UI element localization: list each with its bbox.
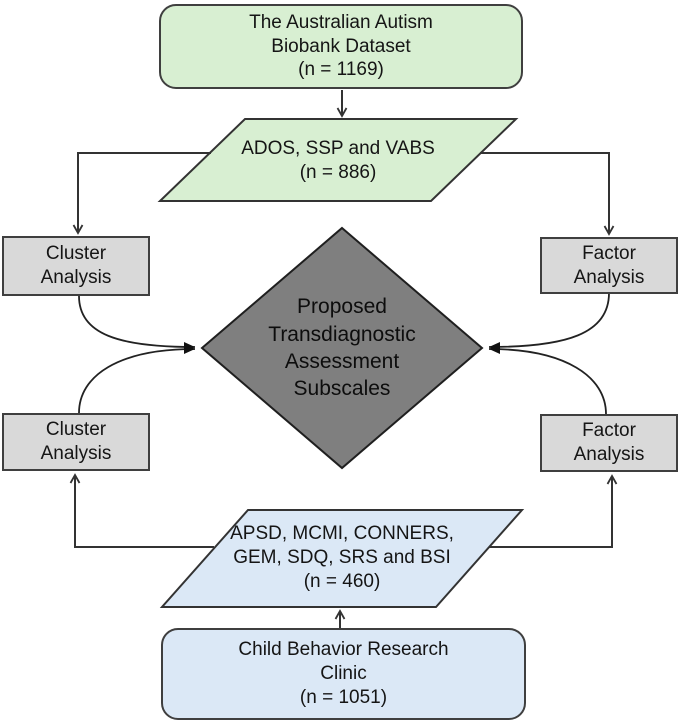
arrow-cluster-bottom-to-diamond — [78, 344, 196, 414]
arrow-ados-to-cluster-top — [72, 152, 211, 235]
factor-bottom-line1: Factor — [582, 420, 636, 442]
node-clinic: Child Behavior Research Clinic (n = 1051… — [161, 628, 526, 720]
factor-top-line1: Factor — [582, 242, 636, 264]
factor-top-line2: Analysis — [573, 266, 645, 288]
arrow-measures-to-cluster-bottom — [69, 473, 214, 548]
node-cluster-analysis-bottom: Cluster Analysis — [2, 413, 150, 471]
node-cluster-analysis-top: Cluster Analysis — [2, 236, 150, 296]
diamond-proposed-subscales-shape — [200, 226, 484, 470]
node-biobank-dataset: The Australian Autism Biobank Dataset (n… — [159, 4, 523, 89]
node-factor-analysis-bottom: Factor Analysis — [540, 414, 678, 472]
cluster-top-line2: Analysis — [40, 267, 112, 288]
cluster-bottom-line1: Cluster — [45, 419, 107, 441]
arrow-ados-to-factor-top — [480, 152, 615, 236]
cluster-bottom-line2: Analysis — [40, 443, 112, 464]
node-factor-analysis-top: Factor Analysis — [540, 237, 678, 294]
clinic-line3: (n = 1051) — [299, 686, 388, 708]
arrow-factor-top-to-diamond — [488, 292, 610, 352]
cluster-top-line1: Cluster — [45, 243, 107, 265]
arrow-factor-bottom-to-diamond — [488, 344, 607, 415]
node-biobank-line1: The Australian Autism — [249, 11, 433, 33]
parallelogram-ados-shape — [157, 118, 519, 202]
parallelogram-measures-shape — [159, 509, 525, 608]
clinic-line1: Child Behavior Research — [238, 639, 449, 661]
node-biobank-line2: Biobank Dataset — [271, 35, 411, 57]
node-biobank-line3: (n = 1169) — [298, 59, 384, 81]
arrow-measures-to-factor-bottom — [489, 474, 618, 548]
clinic-line2: Clinic — [320, 663, 367, 685]
factor-bottom-line2: Analysis — [573, 444, 645, 465]
arrow-cluster-top-to-diamond — [78, 295, 196, 352]
